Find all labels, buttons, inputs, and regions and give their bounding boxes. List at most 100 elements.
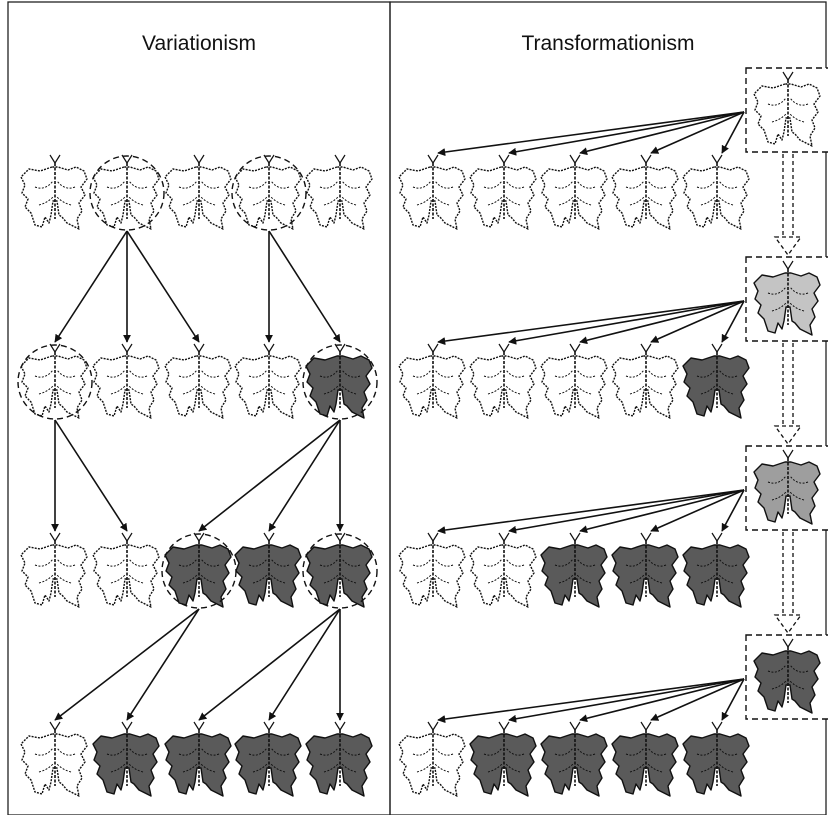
right-row4-butterfly-icon: [611, 721, 679, 797]
butterfly-wings: [305, 733, 373, 797]
butterfly-antennae: [334, 154, 346, 164]
butterfly-antennae: [121, 532, 133, 542]
butterfly-antennae: [334, 532, 346, 542]
butterfly-antennae: [782, 71, 794, 81]
right-row2-butterfly-icon: [469, 343, 537, 419]
butterfly-wings: [20, 544, 88, 608]
butterfly-antennae: [263, 532, 275, 542]
butterfly-wings: [305, 355, 373, 419]
butterfly-antennae: [711, 154, 723, 164]
butterfly-wings: [753, 83, 821, 147]
template-arrow: [437, 111, 745, 157]
butterfly-antennae: [427, 343, 439, 353]
butterfly-wings: [611, 166, 679, 230]
descent-arrow: [268, 230, 341, 343]
butterfly-antennae: [569, 721, 581, 731]
descent-arrow: [268, 608, 341, 721]
right-row2-butterfly-icon: [540, 343, 608, 419]
butterfly-antennae: [640, 721, 652, 731]
butterfly-antennae: [569, 343, 581, 353]
butterfly-antennae: [498, 343, 510, 353]
butterfly-wings: [20, 733, 88, 797]
template-1-butterfly-icon: [753, 71, 821, 147]
butterfly-antennae: [334, 343, 346, 353]
butterfly-wings: [234, 166, 302, 230]
butterfly-antennae: [640, 532, 652, 542]
butterfly-wings: [398, 355, 466, 419]
template-arrow: [579, 678, 745, 723]
butterfly-antennae: [427, 154, 439, 164]
butterfly-wings: [92, 166, 160, 230]
transformation-arrow: [773, 532, 803, 635]
butterfly-antennae: [711, 721, 723, 731]
left-row2-butterfly-icon: [164, 343, 232, 419]
butterfly-antennae: [193, 721, 205, 731]
template-arrow: [721, 678, 745, 721]
left-row1-butterfly-icon: [92, 154, 160, 230]
right-row2-butterfly-icon: [398, 343, 466, 419]
left-row2-butterfly-icon: [305, 343, 373, 419]
butterfly-wings: [682, 733, 750, 797]
butterfly-antennae: [263, 154, 275, 164]
left-row3-butterfly-icon: [164, 532, 232, 608]
template-arrow: [650, 300, 745, 343]
butterfly-wings: [305, 166, 373, 230]
butterfly-wings: [20, 355, 88, 419]
butterfly-antennae: [193, 343, 205, 353]
butterfly-antennae: [427, 532, 439, 542]
butterfly-antennae: [569, 154, 581, 164]
descent-arrow: [198, 419, 341, 532]
selection-circle: [302, 344, 378, 420]
butterfly-antennae: [263, 721, 275, 731]
butterfly-antennae: [782, 260, 794, 270]
butterfly-wings: [164, 544, 232, 608]
right-panel-frame: [389, 1, 827, 815]
butterfly-antennae: [711, 343, 723, 353]
descent-arrow: [54, 608, 200, 721]
left-row2-butterfly-icon: [20, 343, 88, 419]
template-arrow: [579, 489, 745, 534]
butterfly-wings: [540, 355, 608, 419]
template-arrow: [650, 489, 745, 532]
butterfly-wings: [92, 355, 160, 419]
left-row3-butterfly-icon: [92, 532, 160, 608]
butterfly-antennae: [121, 154, 133, 164]
selection-layer: [17, 155, 378, 609]
template-arrow: [721, 489, 745, 532]
left-row3-butterfly-icon: [20, 532, 88, 608]
butterfly-antennae: [498, 532, 510, 542]
selection-circle: [231, 155, 307, 231]
template-arrow: [508, 300, 745, 345]
transformation-arrow: [773, 343, 803, 446]
template-arrow: [579, 300, 745, 345]
left-row1-butterfly-icon: [164, 154, 232, 230]
left-row1-butterfly-icon: [234, 154, 302, 230]
right-row1-butterfly-icon: [469, 154, 537, 230]
butterfly-wings: [398, 733, 466, 797]
butterfly-wings: [682, 355, 750, 419]
butterfly-antennae: [193, 154, 205, 164]
left-row4-butterfly-icon: [20, 721, 88, 797]
template-3-butterfly-icon: [753, 449, 821, 525]
transformation-arrow: [773, 154, 803, 257]
descent-arrow: [126, 608, 200, 721]
butterfly-antennae: [49, 532, 61, 542]
right-row1-butterfly-icon: [682, 154, 750, 230]
butterfly-antennae: [640, 343, 652, 353]
right-row2-butterfly-icon: [611, 343, 679, 419]
butterfly-wings: [469, 733, 537, 797]
template-arrow: [721, 300, 745, 343]
organism-layer: [20, 67, 828, 797]
right-row3-butterfly-icon: [469, 532, 537, 608]
left-row4-butterfly-icon: [92, 721, 160, 797]
butterfly-antennae: [498, 721, 510, 731]
butterfly-wings: [682, 166, 750, 230]
butterfly-wings: [753, 461, 821, 525]
butterfly-wings: [164, 166, 232, 230]
butterfly-wings: [611, 544, 679, 608]
selection-circle: [161, 533, 237, 609]
template-arrow: [650, 111, 745, 154]
template-arrow: [437, 300, 745, 346]
template-arrow: [508, 489, 745, 534]
